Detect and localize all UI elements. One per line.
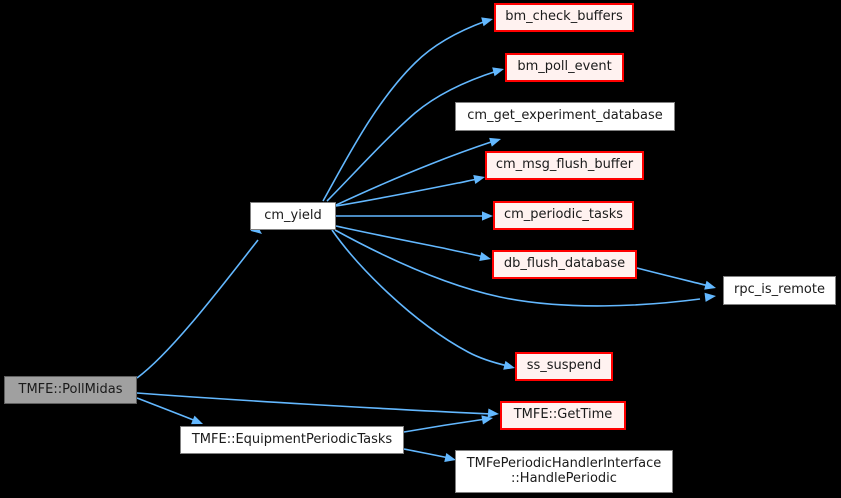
graph-node-label: bm_check_buffers (505, 9, 623, 25)
edge-equipment-handleperiodic (403, 448, 450, 459)
edge-equipment-gettime-arrowhead (481, 415, 493, 425)
edge-cm_yield-cm_get_exp_db (333, 140, 495, 207)
edge-cm_yield-db_flush-arrowhead (479, 252, 491, 262)
graph-node-label: cm_get_experiment_database (467, 108, 663, 124)
edge-cm_yield-db_flush (335, 225, 485, 258)
edge-cm_yield-cm_msg_flush (335, 178, 479, 207)
graph-node-label: db_flush_database (503, 256, 626, 272)
edge-cm_yield-ss_suspend (331, 229, 509, 367)
graph-node-label: TMFE::EquipmentPeriodicTasks (191, 431, 393, 447)
edge-cm_yield-cm_get_exp_db-arrowhead (489, 137, 501, 147)
graph-node-cm-yield[interactable]: cm_yield (250, 202, 336, 230)
graph-node-bm-poll-event[interactable]: bm_poll_event (505, 53, 624, 82)
edge-pollmidas-equipment (136, 397, 197, 422)
edge-db_flush-rpc_is_remote-arrowhead (704, 280, 716, 290)
graph-node-label: ss_suspend (526, 358, 602, 374)
edge-pollmidas-gettime (136, 392, 493, 415)
edge-pollmidas-cm_yield (136, 239, 259, 379)
edge-pollmidas-gettime-arrowhead (487, 408, 499, 418)
graph-node-tmfe-equipmentperiodictasks[interactable]: TMFE::EquipmentPeriodicTasks (180, 426, 404, 454)
graph-node-cm-msg-flush-buffer[interactable]: cm_msg_flush_buffer (485, 151, 644, 180)
graph-node-label: cm_periodic_tasks (503, 207, 624, 223)
graph-node-cm-periodic-tasks[interactable]: cm_periodic_tasks (493, 201, 634, 230)
graph-node-label: TMFE::PollMidas (18, 381, 123, 397)
edge-cm_yield-bm_poll_event-arrowhead (492, 67, 504, 77)
graph-node-ss-suspend[interactable]: ss_suspend (515, 352, 613, 381)
graph-node-rpc-is-remote[interactable]: rpc_is_remote (723, 276, 836, 305)
edge-cm_yield-cm_periodic_tasks-arrowhead (482, 211, 493, 221)
edge-cm_yield-rpc_is_remote-arrowhead (704, 292, 716, 302)
graph-node-cm-get-experiment-database[interactable]: cm_get_experiment_database (455, 102, 675, 131)
graph-node-label: bm_poll_event (517, 59, 612, 75)
edge-cm_yield-bm_check_buffers-arrowhead (481, 17, 493, 27)
graph-node-label: cm_msg_flush_buffer (495, 157, 634, 173)
edge-equipment-gettime (403, 418, 487, 433)
graph-node-tmfe-pollmidas[interactable]: TMFE::PollMidas (4, 376, 137, 404)
edge-cm_yield-bm_poll_event (326, 70, 498, 202)
graph-node-label: TMFePeriodicHandlerInterface ::HandlePer… (466, 455, 662, 486)
graph-node-label: TMFE::GetTime (513, 407, 613, 423)
graph-node-db-flush-database[interactable]: db_flush_database (492, 250, 637, 279)
graph-node-tmfe-gettime[interactable]: TMFE::GetTime (500, 401, 626, 430)
graph-node-label: cm_yield (264, 207, 322, 223)
graph-node-bm-check-buffers[interactable]: bm_check_buffers (494, 3, 634, 32)
graph-node-tmfeperiodichandlerinterface-handleperiodic[interactable]: TMFePeriodicHandlerInterface ::HandlePer… (455, 450, 673, 493)
graph-node-label: rpc_is_remote (734, 282, 825, 298)
edge-db_flush-rpc_is_remote (636, 267, 710, 287)
